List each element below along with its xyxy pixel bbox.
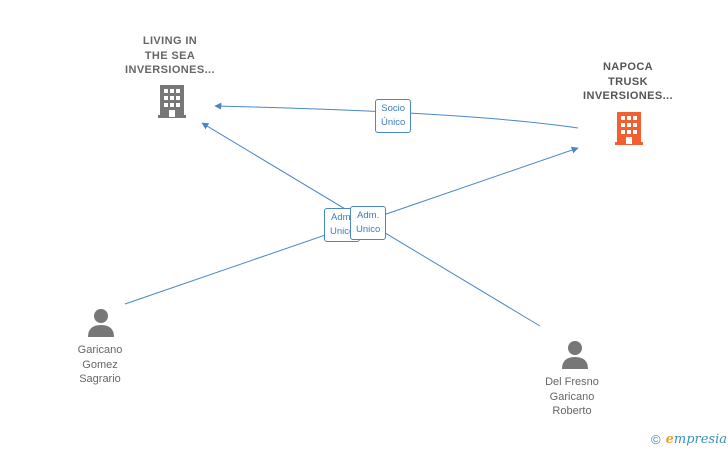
person-name-garicano: Garicano Gomez Sagrario [77, 344, 123, 385]
company-node-living-in-the-sea[interactable]: LIVING IN THE SEA INVERSIONES... [110, 34, 230, 78]
person-name-del-fresno: Del Fresno Garicano Roberto [545, 376, 599, 417]
person-icon [562, 341, 588, 369]
edge-label-socio-unico[interactable]: Socio Único [375, 99, 412, 133]
person-node-del-fresno[interactable]: Del Fresno Garicano Roberto [522, 375, 622, 419]
person-node-garicano[interactable]: Garicano Gomez Sagrario [50, 343, 150, 387]
company-node-napoca-trusk[interactable]: NAPOCA TRUSK INVERSIONES... [568, 60, 688, 104]
edge-label-adm-unico-front[interactable]: Adm. Unico [350, 206, 387, 240]
empresia-watermark: © empresia [651, 430, 727, 448]
company-name-napoca: NAPOCA TRUSK INVERSIONES... [583, 61, 673, 102]
company-name-living: LIVING IN THE SEA INVERSIONES... [125, 35, 215, 76]
person-icon [88, 309, 114, 337]
edge-socio-unico [214, 102, 579, 129]
copyright-icon: © [651, 431, 661, 447]
building-icon [158, 85, 186, 118]
building-icon [615, 112, 643, 145]
brand-logo: empresia [665, 431, 728, 447]
